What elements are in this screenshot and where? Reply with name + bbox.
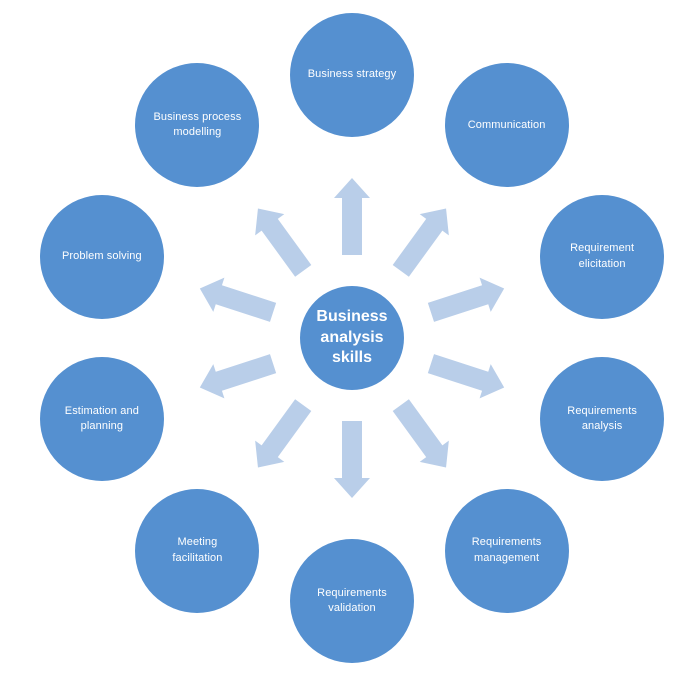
skill-circle-business-strategy: Business strategy — [290, 13, 414, 137]
outward-arrow-icon — [334, 421, 370, 498]
skill-circle-label: Requirements analysis — [567, 404, 637, 433]
outward-arrow-icon — [255, 208, 312, 277]
skill-circle-estimation-and-planning: Estimation and planning — [39, 357, 164, 482]
center-circle-label: Business analysis skills — [316, 307, 388, 367]
skill-circle-communication: Communication — [444, 63, 569, 188]
center-circle: Business analysis skills — [300, 286, 404, 390]
skill-circle-label: Business process modelling — [153, 110, 242, 139]
skill-circle-label: Estimation and planning — [64, 404, 139, 433]
skill-circle-label: Requirement elicitation — [570, 242, 635, 270]
skill-circle-business-process-modelling: Business process modelling — [135, 63, 260, 188]
skill-circle-label: Communication — [467, 118, 546, 131]
outward-arrow-icon — [199, 277, 277, 322]
skill-circle-requirement-elicitation: Requirement elicitation — [540, 194, 665, 319]
outward-arrow-icon — [427, 354, 505, 399]
skill-circle-requirements-analysis: Requirements analysis — [540, 357, 665, 482]
skill-circle-label: Problem solving — [61, 250, 142, 263]
skill-circle-label: Requirements validation — [317, 586, 387, 614]
skill-circle-label: Meeting facilitation — [172, 536, 223, 564]
skill-circle-requirements-validation: Requirements validation — [290, 539, 414, 663]
skill-circle-meeting-facilitation: Meeting facilitation — [135, 488, 260, 613]
skill-circle-requirements-management: Requirements management — [444, 488, 569, 613]
outward-arrow-icon — [255, 399, 312, 468]
skill-circle-label: Business strategy — [307, 68, 397, 81]
outward-arrow-icon — [392, 208, 449, 277]
skill-circle-label: Requirements management — [471, 536, 542, 564]
outward-arrow-icon — [427, 277, 505, 322]
outward-arrow-icon — [199, 354, 277, 399]
skill-circle-problem-solving: Problem solving — [39, 194, 164, 319]
outward-arrow-icon — [392, 399, 449, 468]
outward-arrow-icon — [334, 178, 370, 255]
